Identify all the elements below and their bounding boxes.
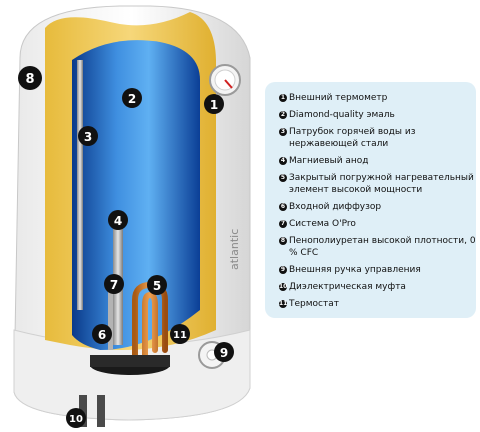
callout-7: 7 [104, 274, 124, 294]
svg-text:2: 2 [128, 92, 136, 106]
legend-text: Система O'Pro [289, 219, 356, 229]
legend-marker: 5 [279, 174, 287, 182]
svg-text:3: 3 [84, 130, 92, 144]
svg-text:7: 7 [110, 278, 118, 292]
legend-marker: 4 [279, 157, 287, 165]
thermometer-needle [224, 79, 233, 89]
callout-11: 11 [170, 324, 190, 344]
svg-text:4: 4 [114, 214, 122, 228]
legend-marker: 7 [279, 220, 287, 228]
brand-label: atlantic [228, 229, 241, 270]
callout-6: 6 [92, 324, 112, 344]
legend-text: Пенополиуретан высокой плотности, 0 % CF… [289, 236, 476, 258]
legend-text: Внешняя ручка управления [289, 265, 421, 275]
legend-marker: 3 [279, 128, 287, 136]
flange-body [90, 355, 170, 367]
legend-text: Диэлектрическая муфта [289, 282, 406, 292]
legend-panel [265, 82, 476, 318]
legend-marker: 6 [279, 203, 287, 211]
svg-text:9: 9 [220, 346, 228, 360]
legend-text: Входной диффузор [289, 202, 382, 212]
outlet-pipe [97, 395, 105, 427]
legend-marker: 2 [279, 111, 287, 119]
legend-text: Термостат [289, 299, 339, 309]
callout-3: 3 [78, 126, 98, 146]
callout-4: 4 [108, 210, 128, 230]
svg-text:1: 1 [210, 98, 218, 112]
callout-9: 9 [214, 342, 234, 362]
inner-tank [72, 40, 200, 350]
legend-marker: 10 [279, 283, 288, 291]
legend-text: Магниевый анод [289, 156, 369, 166]
svg-text:8: 8 [25, 72, 34, 87]
legend-text: Патрубок горячей воды из нержавеющей ста… [289, 127, 416, 149]
legend-marker: 9 [279, 266, 287, 274]
callout-5: 5 [147, 275, 167, 295]
legend-marker: 1 [279, 94, 287, 102]
callout-1: 1 [204, 94, 224, 114]
legend-text: Diamond-quality эмаль [289, 110, 395, 120]
hot-water-pipe [77, 60, 83, 310]
callout-2: 2 [122, 88, 142, 108]
legend-text: Внешний термометр [289, 93, 388, 103]
legend-marker: 8 [279, 237, 287, 245]
callout-10: 10 [66, 408, 86, 428]
svg-text:10: 10 [69, 414, 83, 425]
legend-marker: 11 [279, 300, 288, 308]
svg-text:5: 5 [153, 279, 161, 293]
legend-text: Закрытый погружной нагревательный элемен… [289, 173, 474, 195]
opro-rod [108, 280, 113, 350]
callout-8: 8 [18, 66, 42, 90]
svg-text:11: 11 [173, 330, 187, 341]
svg-text:6: 6 [98, 328, 106, 342]
